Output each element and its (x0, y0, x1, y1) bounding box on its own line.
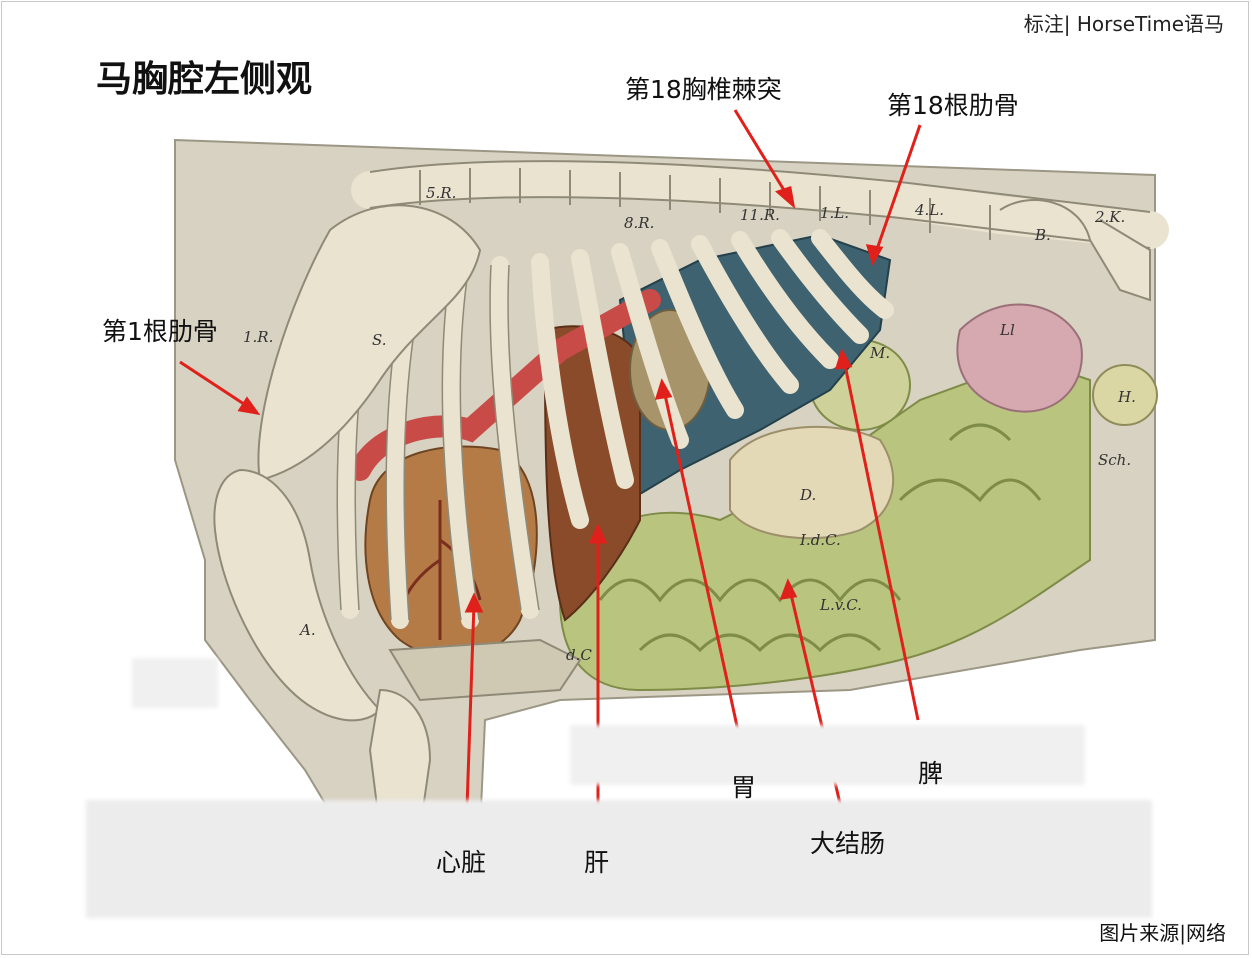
label-heart: 心脏 (436, 848, 487, 877)
letter-s: S. (372, 331, 387, 349)
label-spleen: 脾 (918, 759, 944, 788)
letter-b: B. (1034, 226, 1051, 244)
label-thoracic-spine-18: 第18胸椎棘突 (625, 75, 782, 104)
pelvis (999, 199, 1151, 302)
scapula (257, 204, 482, 482)
letter-m: M. (869, 344, 890, 362)
letter-5r: 5.R. (426, 184, 456, 202)
spine (351, 160, 1169, 249)
letter-2k: 2.K. (1094, 208, 1125, 226)
letter-8r: 8.R. (624, 214, 654, 232)
letter-sch: Sch. (1098, 451, 1131, 469)
label-rib-18: 第18根肋骨 (887, 91, 1019, 120)
kidney (956, 303, 1083, 413)
label-liver: 肝 (584, 848, 610, 877)
annotation-arrows (179, 109, 922, 837)
letter-lvc: L.v.C. (819, 596, 862, 614)
colon-folds (598, 423, 1042, 653)
redaction-box-3 (86, 800, 1152, 918)
page-title: 马胸腔左侧观 (96, 59, 313, 100)
intestine (729, 425, 894, 540)
label-large-colon: 大结肠 (810, 829, 886, 858)
letter-11r: 11.R. (740, 206, 780, 224)
letter-a: A. (298, 621, 316, 639)
image-source: 图片来源|网络 (1099, 921, 1226, 945)
aorta (349, 289, 661, 481)
letter-dc: d.C (566, 646, 592, 664)
spine-segments (419, 168, 991, 240)
redaction-box-2 (570, 725, 1085, 785)
letter-1r: 1.R. (243, 328, 273, 346)
letter-ll: Ll (999, 321, 1015, 339)
letter-1l: 1.L. (820, 204, 849, 222)
letter-idc: I.d.C. (799, 531, 841, 549)
letter-h: H. (1117, 388, 1136, 406)
organ-h (1092, 364, 1158, 426)
watermark: 标注| HorseTime语马 (1023, 12, 1224, 36)
label-stomach: 胃 (731, 773, 757, 802)
redaction-box-1 (132, 658, 218, 708)
label-rib-1: 第1根肋骨 (102, 317, 218, 346)
letter-d: D. (799, 486, 816, 504)
sternum (388, 638, 582, 702)
letter-4l: 4.L. (914, 201, 944, 219)
humerus (213, 468, 382, 722)
